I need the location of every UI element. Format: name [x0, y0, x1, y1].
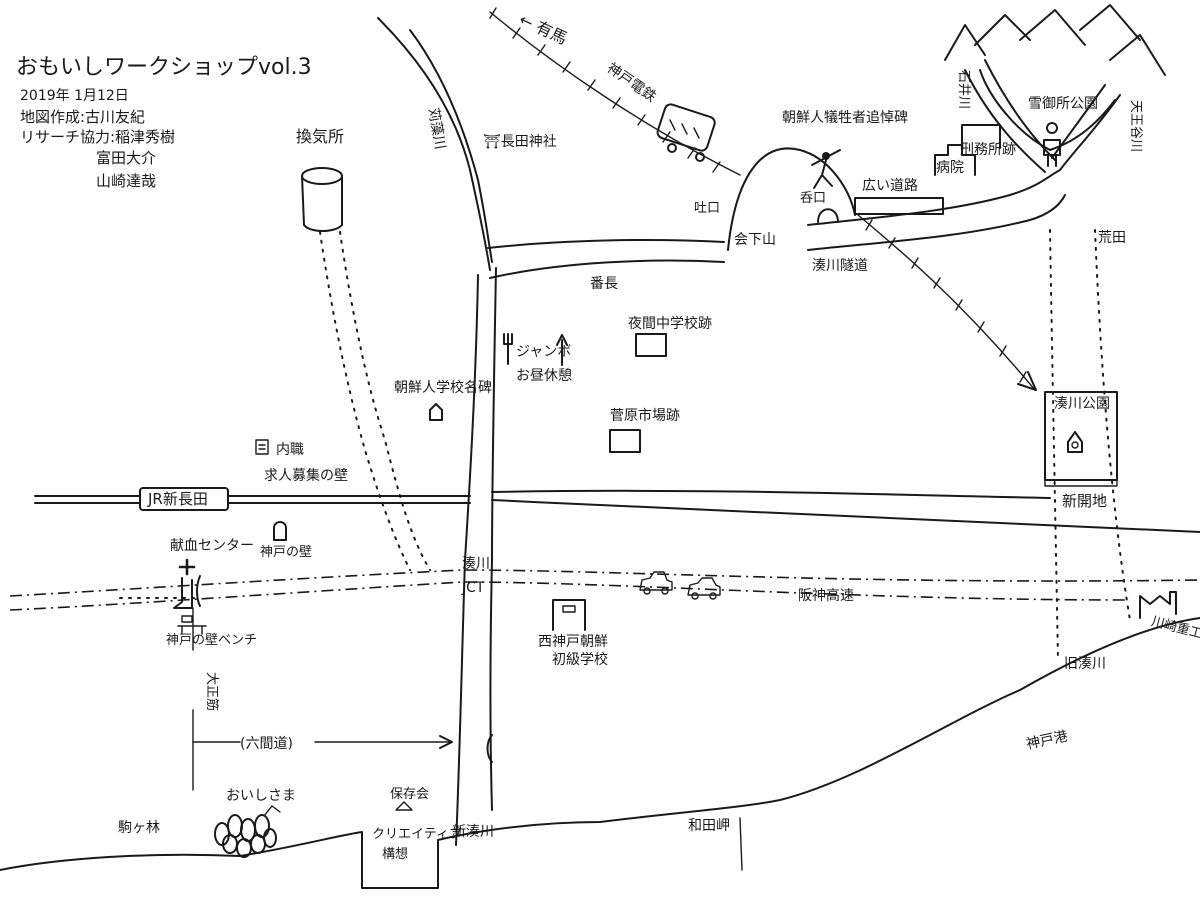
- label-creative-2: 構想: [382, 846, 408, 862]
- label-aizono: 会下山: [734, 232, 776, 248]
- label-taisho-suji: 大正筋: [204, 672, 220, 711]
- label-toguchi: 吐口: [694, 201, 720, 216]
- label-banchou: 番長: [590, 276, 618, 292]
- dotted-ventilation-path: [319, 231, 431, 571]
- jr-station-icon: [139, 487, 229, 511]
- train-icon: [656, 103, 716, 162]
- label-karumo-river: 苅藻川: [425, 106, 449, 150]
- car-icons: [639, 571, 721, 600]
- river-karumo: [377, 17, 493, 271]
- bench-icon: [177, 625, 207, 635]
- label-tunnel-mouth: 呑口: [800, 191, 826, 206]
- label-ishii-river: 石井川: [956, 70, 971, 109]
- label-shokunin: 求人募集の壁: [264, 467, 348, 484]
- label-memorial: 朝鮮人犠牲者追悼碑: [782, 109, 908, 126]
- label-lunch: お昼休憩: [516, 367, 572, 384]
- red-cross-icon: [178, 558, 196, 576]
- road-minatogawa-tunnel: [807, 169, 1066, 251]
- sugawara-market-icon: [609, 429, 641, 453]
- railway-minatogawa: [857, 214, 1037, 391]
- label-nishikobe-school: 西神戸朝鮮: [538, 634, 608, 650]
- map-author: 地図作成:古川友紀: [20, 108, 145, 126]
- label-arima: ← 有馬: [516, 10, 570, 49]
- label-kawasaki: 川崎重工: [1150, 613, 1200, 642]
- label-jr-station: JR新長田: [147, 490, 208, 508]
- road-taisho-suji: [192, 607, 493, 791]
- ventilation-tower-icon: [301, 167, 343, 232]
- nishikobe-school-icon: [552, 599, 586, 631]
- label-hanshin: 阪神高速: [798, 587, 854, 604]
- label-omoishi: おいしさま: [226, 788, 296, 804]
- label-kyu-minatogawa: 旧湊川: [1064, 655, 1106, 672]
- label-wadamisaki: 和田岬: [688, 818, 730, 834]
- label-nishikobe-school-2: 初級学校: [552, 651, 608, 668]
- river-shin-minatogawa: [455, 267, 497, 846]
- research-member: 富田大介: [96, 149, 156, 167]
- dotted-shinkaichi-path: [1049, 229, 1131, 661]
- hospital-building-icon: [934, 124, 1001, 176]
- mountains: [944, 4, 1166, 151]
- label-kobe-port: 神戸港: [1025, 728, 1069, 752]
- label-tenno-river: 天王谷川: [1128, 100, 1143, 152]
- label-minatogawa-park: 湊川公園: [1054, 395, 1110, 412]
- label-shintetsu: 神戸電鉄: [604, 60, 659, 105]
- research-label: リサーチ協力:稲津秀樹: [20, 128, 175, 146]
- label-jct-minatogawa: 湊川: [462, 555, 490, 572]
- kobe-wall-icon: [273, 521, 287, 541]
- label-karimuke: 刑務所跡: [960, 142, 1016, 158]
- note-icon: [255, 439, 269, 455]
- aizono-hill-outline: [727, 147, 856, 251]
- memorial-figure-icon: [811, 149, 841, 189]
- research-member: 山崎達哉: [96, 172, 156, 190]
- blood-center-building-icon: [173, 575, 201, 623]
- arrow-up-icon: [556, 334, 568, 366]
- label-korean-school: 朝鮮人学校名碑: [394, 379, 492, 396]
- label-kobe-wall: 神戸の壁: [260, 545, 312, 560]
- road-banchou: [487, 239, 725, 279]
- hanshin-expressway: [9, 569, 1200, 611]
- hozonkai-icon: [395, 801, 413, 811]
- fork-knife-icon: [503, 333, 513, 365]
- minatogawa-park-frame: [1044, 391, 1118, 487]
- label-hozonkai: 保存会: [390, 787, 429, 802]
- label-ventilation: 換気所: [296, 127, 344, 146]
- label-nagata-shrine: ⛩長田神社: [483, 134, 557, 150]
- label-night-school: 夜間中学校跡: [628, 315, 712, 332]
- omoishi-stones-icon: [214, 805, 281, 858]
- label-shinkaichi: 新開地: [1062, 492, 1107, 510]
- map-title: おもいしワークショップvol.3: [16, 55, 312, 80]
- railway-shintetsu: [489, 7, 741, 176]
- label-blood-center: 献血センター: [170, 538, 254, 554]
- label-komagabayashi: 駒ヶ林: [118, 820, 160, 836]
- header-block: おもいしワークショップvol.3 2019年 1月12日 地図作成:古川友紀 リ…: [16, 55, 312, 190]
- label-rokkenmichi: (六間道): [240, 736, 293, 752]
- label-hospital: 病院: [936, 160, 964, 176]
- jr-line: [34, 489, 1200, 533]
- map-date: 2019年 1月12日: [20, 88, 129, 104]
- label-sugawara: 菅原市場跡: [610, 407, 680, 424]
- river-ishii-tenno: [964, 59, 1121, 173]
- label-uchishoku: 内職: [276, 442, 304, 458]
- label-creative: クリエイティブ: [372, 826, 462, 842]
- signboard-icon: [854, 197, 944, 215]
- label-narrow-road: 広い道路: [862, 178, 918, 194]
- park-figure-icon: [1043, 122, 1061, 167]
- night-school-icon: [635, 333, 667, 357]
- kawasaki-factory-icon: [1139, 591, 1177, 619]
- korean-school-monument-icon: [429, 403, 443, 421]
- label-arata: 荒田: [1098, 230, 1126, 246]
- label-jumbo: ジャンボ: [516, 344, 571, 360]
- label-minatogawa-tunnel: 湊川隧道: [812, 257, 868, 274]
- label-jct: JCT: [461, 580, 485, 596]
- tunnel-mouth-icon: [817, 208, 839, 223]
- label-kobe-wall-bench: 神戸の壁ベンチ: [166, 633, 257, 648]
- label-yukimi-park: 雪御所公園: [1028, 96, 1098, 112]
- label-shin-minatogawa: 新湊川: [452, 823, 494, 840]
